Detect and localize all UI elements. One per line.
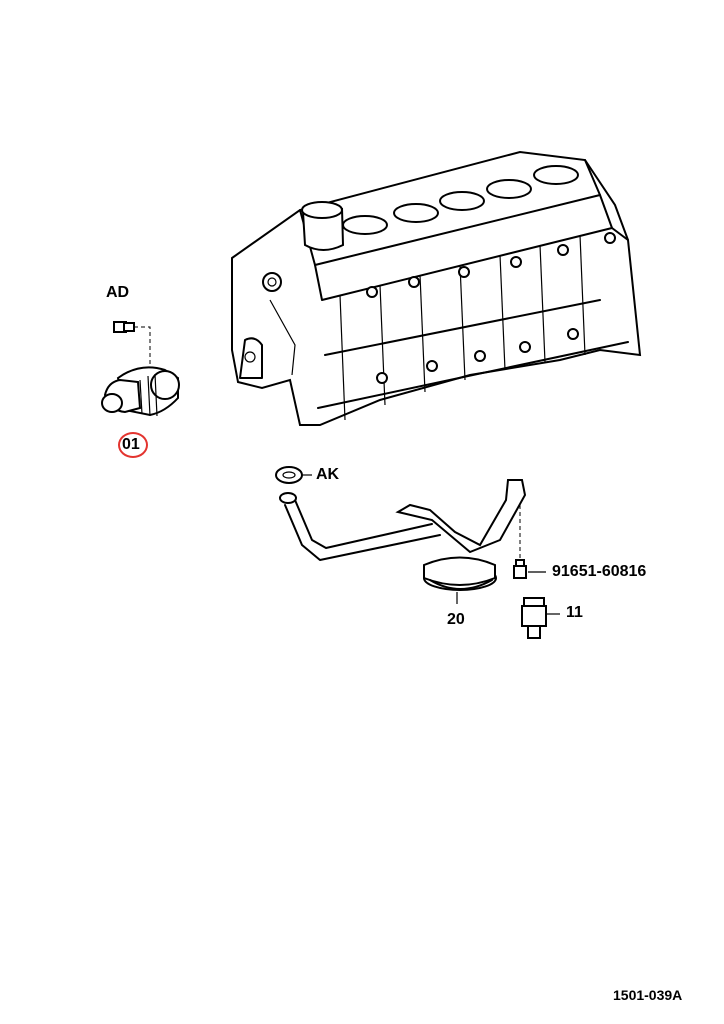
highlight-ring (118, 432, 148, 458)
gasket-ak (275, 466, 312, 484)
part-label-ak[interactable]: AK (316, 466, 340, 483)
part-01-drawing (101, 366, 180, 417)
oil-strainer-20 (279, 479, 527, 604)
switch-11 (521, 597, 560, 639)
part-label-11[interactable]: 11 (566, 604, 583, 621)
bolt-91651 (513, 505, 546, 579)
part-label-91651[interactable]: 91651-60816 (552, 563, 647, 580)
diagram-reference: 1501-039A (613, 987, 683, 1003)
part-label-20[interactable]: 20 (447, 611, 465, 628)
engine-block (231, 150, 642, 426)
part-label-ad[interactable]: AD (106, 284, 130, 301)
bolt-ad (113, 321, 151, 375)
